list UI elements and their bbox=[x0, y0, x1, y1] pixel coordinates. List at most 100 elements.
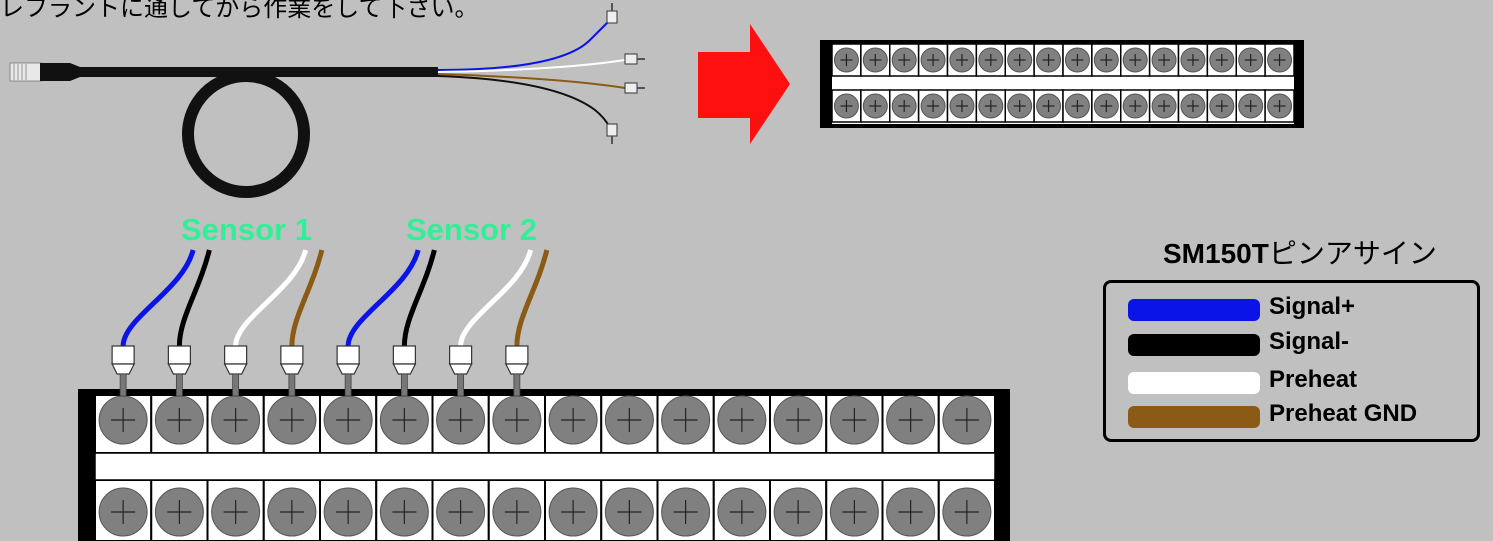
screw-terminal-icon bbox=[1064, 47, 1090, 73]
legend-label-preheat-gnd: Preheat GND bbox=[1269, 400, 1418, 427]
sensor-cable-icon bbox=[9, 3, 645, 198]
screw-terminal-icon bbox=[1209, 93, 1235, 119]
ferrule-icon bbox=[448, 345, 473, 397]
screw-terminal-icon bbox=[436, 487, 486, 537]
wire-black bbox=[437, 75, 611, 129]
legend-title: SM150Tピンアサイン bbox=[1163, 232, 1473, 272]
wire-blue bbox=[437, 17, 613, 71]
screw-terminal-icon bbox=[492, 395, 542, 445]
terminal-wires bbox=[111, 249, 550, 397]
screw-terminal-icon bbox=[717, 487, 767, 537]
screw-terminal-icon bbox=[1007, 93, 1033, 119]
cable-coil-icon bbox=[182, 70, 310, 198]
screw-terminal-icon bbox=[862, 47, 888, 73]
legend-swatch-signal-minus bbox=[1128, 334, 1260, 356]
terminal-block-small bbox=[820, 40, 1304, 128]
legend-swatch-signal-plus bbox=[1128, 299, 1260, 321]
ferrule-icon bbox=[504, 345, 529, 397]
legend-row: Signal+ bbox=[1128, 293, 1468, 323]
screw-terminal-icon bbox=[1238, 93, 1264, 119]
screw-terminal-icon bbox=[1093, 47, 1119, 73]
instruction-caption: レフラントに通してから作業をして下さい。 bbox=[0, 0, 479, 22]
ferrule-icon bbox=[624, 53, 645, 65]
legend-row: Preheat bbox=[1128, 366, 1468, 396]
wire bbox=[176, 249, 212, 347]
screw-terminal-icon bbox=[942, 487, 992, 537]
screw-terminal-icon bbox=[436, 395, 486, 445]
legend-label-preheat: Preheat bbox=[1269, 366, 1358, 393]
wire bbox=[401, 249, 437, 347]
ferrule-icon bbox=[392, 345, 417, 397]
screw-terminal-icon bbox=[920, 47, 946, 73]
screw-terminal-icon bbox=[604, 487, 654, 537]
screw-terminal-icon bbox=[1267, 93, 1293, 119]
right-arrow-icon bbox=[698, 24, 790, 144]
screw-terminal-icon bbox=[1238, 47, 1264, 73]
screw-terminal-icon bbox=[604, 395, 654, 445]
ferrule-icon bbox=[223, 345, 248, 397]
screw-terminal-icon bbox=[1151, 47, 1177, 73]
screw-terminal-icon bbox=[1036, 47, 1062, 73]
screw-terminal-icon bbox=[98, 395, 148, 445]
ferrule-icon bbox=[279, 345, 304, 397]
screw-terminal-icon bbox=[891, 93, 917, 119]
screw-terminal-icon bbox=[379, 487, 429, 537]
screw-terminal-icon bbox=[1036, 93, 1062, 119]
legend-swatch-preheat-gnd bbox=[1128, 406, 1260, 428]
screw-terminal-icon bbox=[98, 487, 148, 537]
screw-terminal-icon bbox=[379, 395, 429, 445]
screw-terminal-icon bbox=[1151, 93, 1177, 119]
screw-terminal-icon bbox=[1007, 47, 1033, 73]
wire bbox=[345, 249, 421, 347]
ferrule-icon bbox=[624, 82, 645, 94]
legend-box: Signal+ Signal- Preheat Preheat GND bbox=[1103, 280, 1480, 442]
wire bbox=[289, 249, 325, 347]
screw-terminal-icon bbox=[1122, 47, 1148, 73]
screw-terminal-icon bbox=[267, 487, 317, 537]
screw-terminal-icon bbox=[661, 487, 711, 537]
wire bbox=[458, 249, 534, 347]
sensor-1-label: Sensor 1 bbox=[181, 212, 312, 247]
screw-terminal-icon bbox=[1267, 47, 1293, 73]
screw-terminal-icon bbox=[548, 395, 598, 445]
screw-terminal-icon bbox=[886, 395, 936, 445]
screw-terminal-icon bbox=[833, 47, 859, 73]
sensor-2-label: Sensor 2 bbox=[406, 212, 537, 247]
legend-label-signal-plus: Signal+ bbox=[1269, 293, 1356, 320]
screw-terminal-icon bbox=[829, 395, 879, 445]
legend-label-signal-minus: Signal- bbox=[1269, 328, 1350, 355]
ferrule-icon bbox=[167, 345, 192, 397]
legend-row: Preheat GND bbox=[1128, 400, 1468, 430]
screw-terminal-icon bbox=[1209, 47, 1235, 73]
screw-terminal-icon bbox=[154, 395, 204, 445]
screw-terminal-icon bbox=[773, 395, 823, 445]
screw-terminal-icon bbox=[1122, 93, 1148, 119]
screw-terminal-icon bbox=[323, 395, 373, 445]
screw-terminal-icon bbox=[1093, 93, 1119, 119]
screw-terminal-icon bbox=[949, 47, 975, 73]
screw-terminal-icon bbox=[211, 395, 261, 445]
legend-swatch-preheat bbox=[1128, 372, 1260, 394]
screw-terminal-icon bbox=[661, 395, 711, 445]
wire-brown bbox=[437, 73, 626, 89]
wire-white bbox=[437, 59, 626, 73]
legend-title-text: ピンアサイン bbox=[1268, 238, 1437, 269]
screw-terminal-icon bbox=[773, 487, 823, 537]
screw-terminal-icon bbox=[862, 93, 888, 119]
ferrule-icon bbox=[606, 3, 618, 24]
ferrule-icon bbox=[606, 123, 618, 144]
screw-terminal-icon bbox=[548, 487, 598, 537]
screw-terminal-icon bbox=[829, 487, 879, 537]
screw-terminal-icon bbox=[154, 487, 204, 537]
screw-terminal-icon bbox=[942, 395, 992, 445]
wire bbox=[120, 249, 196, 347]
screw-terminal-icon bbox=[920, 93, 946, 119]
legend-title-model: SM150T bbox=[1163, 238, 1269, 269]
screw-terminal-icon bbox=[1180, 47, 1206, 73]
legend-row: Signal- bbox=[1128, 328, 1468, 358]
ferrule-icon bbox=[111, 345, 136, 397]
screw-terminal-icon bbox=[833, 93, 859, 119]
screw-terminal-icon bbox=[323, 487, 373, 537]
